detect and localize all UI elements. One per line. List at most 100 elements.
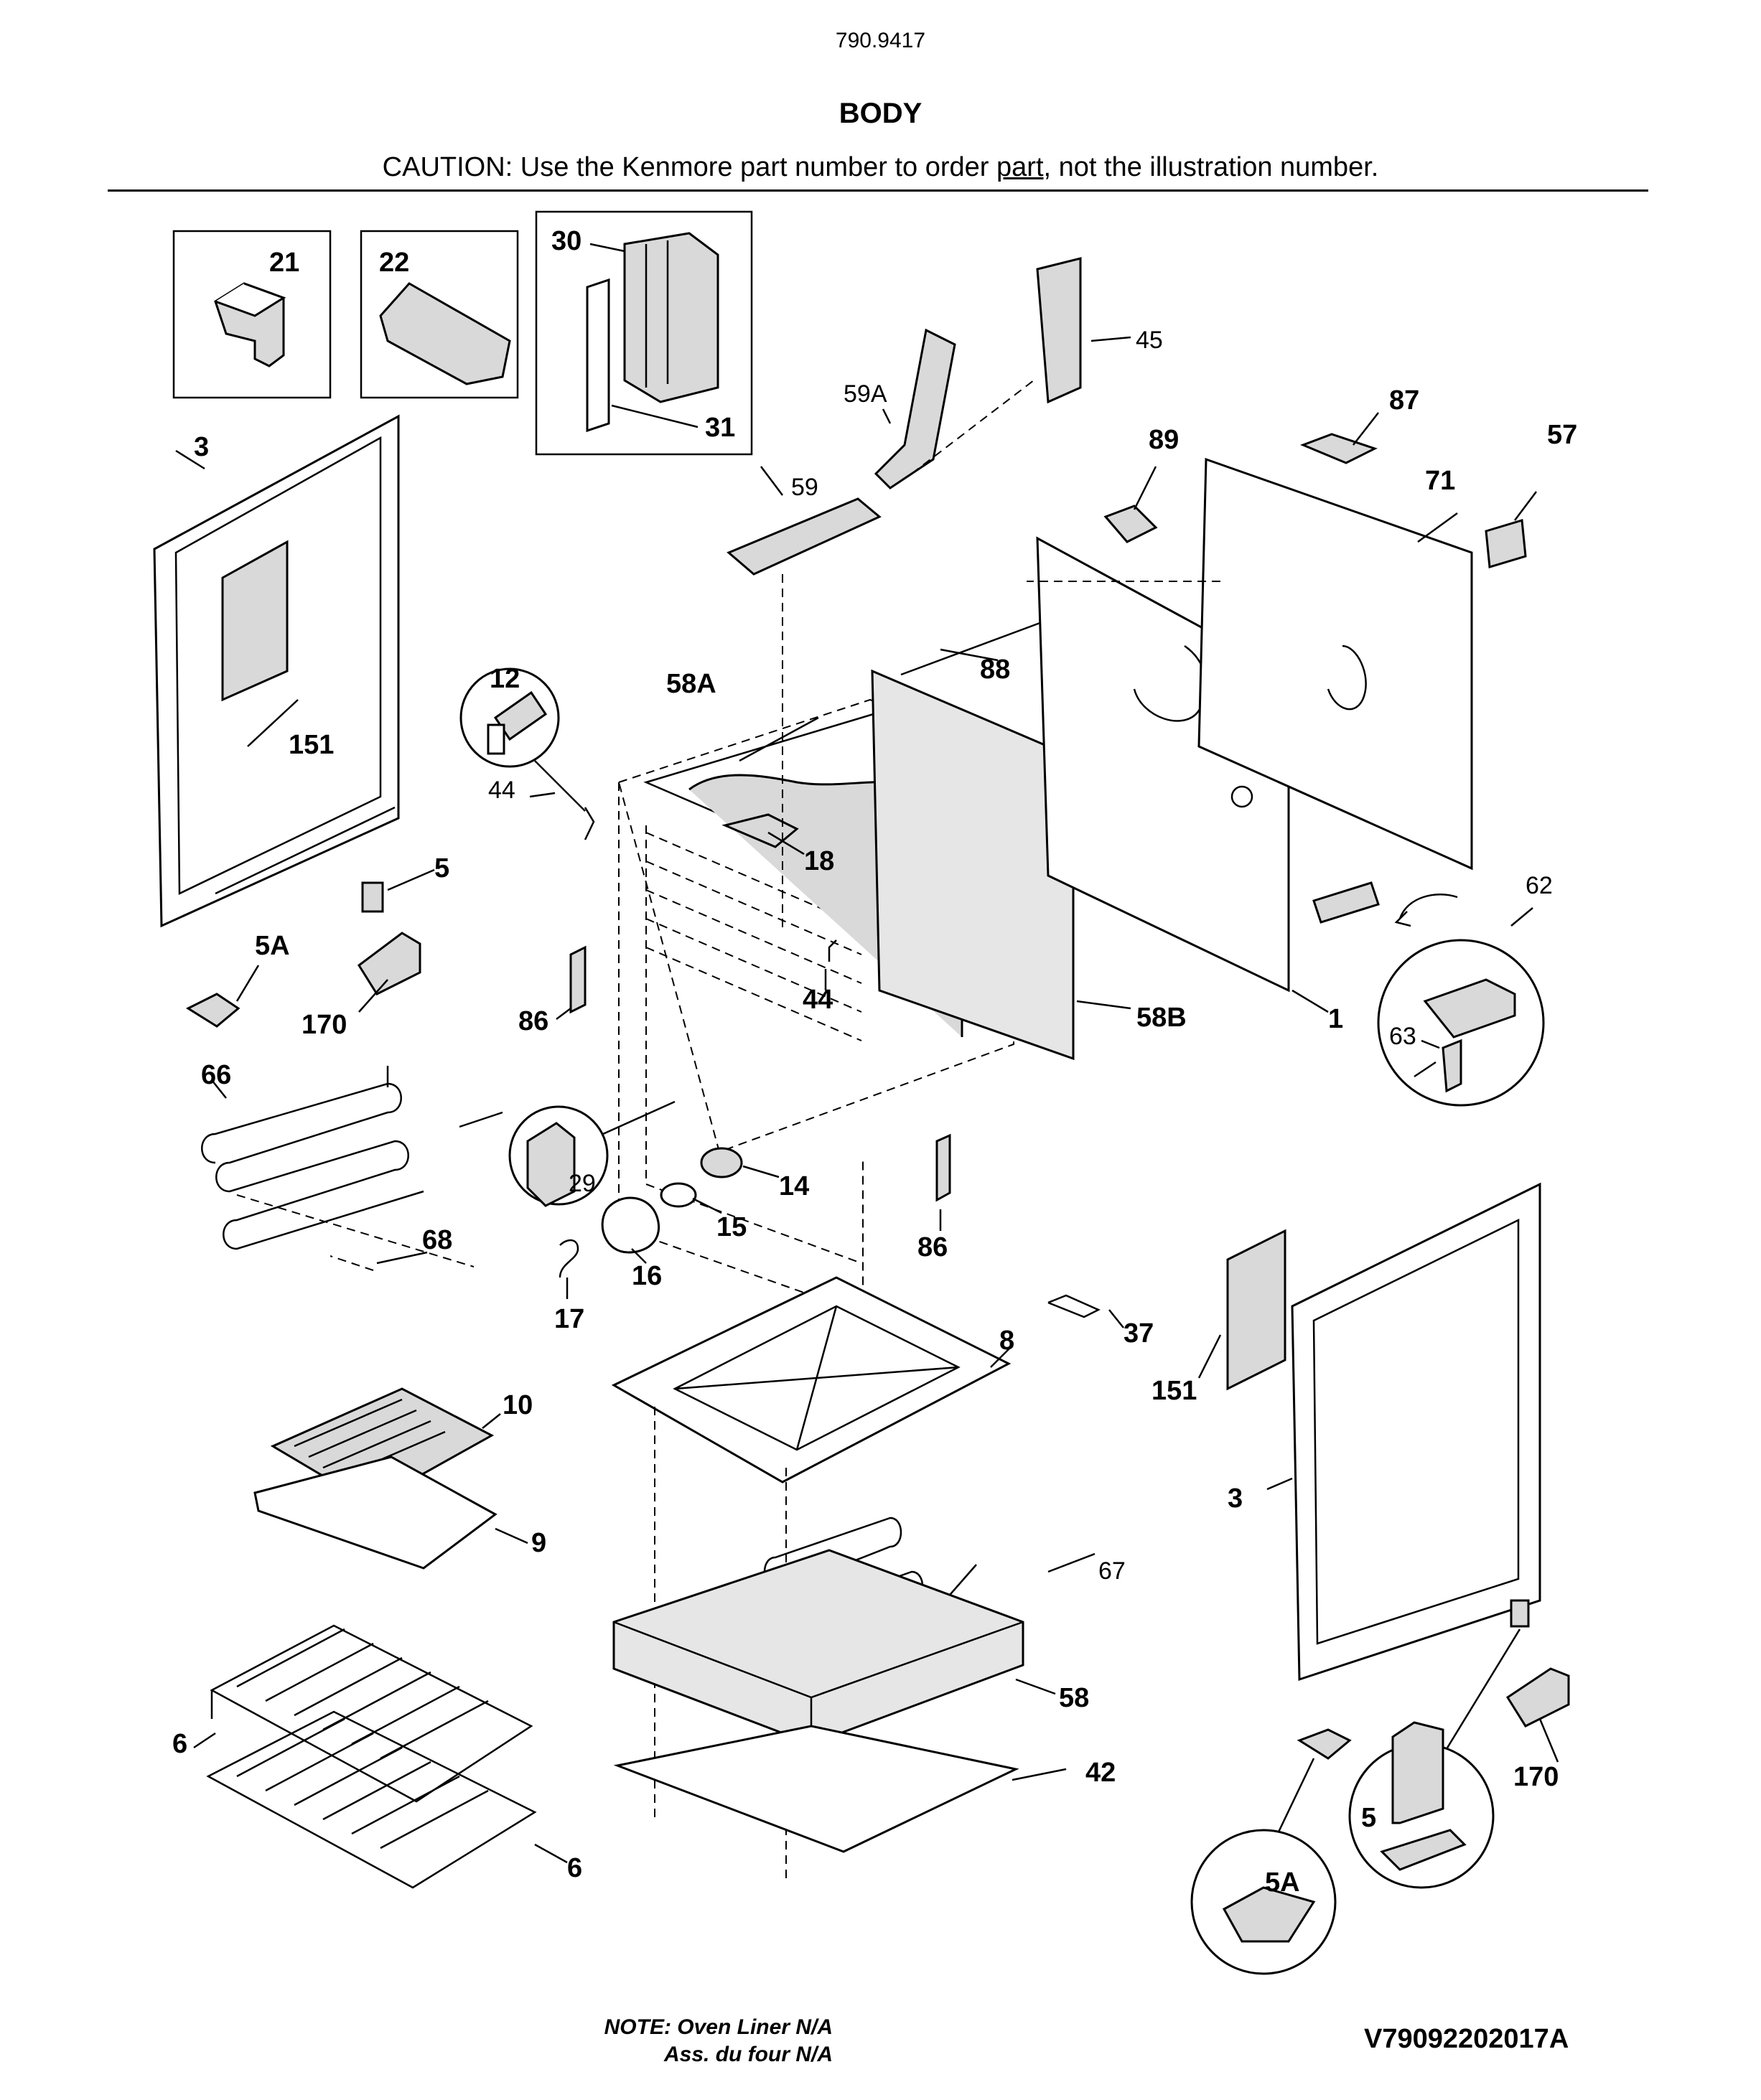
caution-part-link[interactable]: part: [996, 152, 1044, 182]
vent-ducts-group: 59 59A 45: [727, 257, 1163, 933]
part-5A-right: [1297, 1728, 1352, 1760]
callout-18: 18: [804, 846, 834, 876]
caution-prefix: CAUTION: Use the Kenmore part number to …: [382, 152, 997, 182]
part-170-right: [1505, 1667, 1570, 1728]
part-37-wire: [1047, 1294, 1101, 1318]
lead-58B: [1076, 1000, 1131, 1010]
part-5A-left: [185, 993, 240, 1028]
part-86-left: [569, 945, 587, 1014]
callout-63: 63: [1389, 1023, 1416, 1050]
lead-6-upper: [193, 1732, 216, 1749]
callout-89: 89: [1149, 425, 1179, 455]
part-30-31-box: [535, 210, 753, 456]
drawing-code: V79092202017A: [1364, 2024, 1569, 2054]
footnote: NOTE: Oven Liner N/A Ass. du four N/A: [546, 2014, 833, 2068]
callout-170-left: 170: [302, 1010, 347, 1040]
part-89-bracket: [1103, 505, 1158, 543]
part-62-terminal: [1312, 881, 1380, 924]
caution-suffix: , not the illustration number.: [1043, 152, 1379, 182]
lead-63: [1421, 1039, 1440, 1049]
lead-58: [1015, 1678, 1056, 1695]
side-panel-left-inner: [174, 436, 382, 895]
lead-62: [1510, 907, 1533, 927]
callout-86-right: 86: [917, 1232, 948, 1262]
callout-88: 88: [980, 655, 1010, 685]
lead-59: [760, 466, 783, 496]
lead-30: [589, 243, 625, 253]
callout-5A-right: 5A: [1265, 1867, 1300, 1898]
callout-17: 17: [554, 1304, 584, 1334]
lead-71: [1417, 512, 1458, 543]
callout-66: 66: [201, 1060, 231, 1090]
broil-pan-group: 10 9: [253, 1387, 546, 1570]
callout-71: 71: [1425, 466, 1455, 496]
callout-6-lower: 6: [567, 1853, 582, 1883]
callout-67: 67: [1098, 1557, 1126, 1585]
part-45-bracket: [1036, 257, 1082, 404]
insulation-58B-group: 88 58B: [871, 616, 1187, 1061]
callout-42: 42: [1085, 1758, 1116, 1788]
callout-58: 58: [1059, 1683, 1089, 1713]
callout-1: 1: [1328, 1004, 1343, 1034]
callout-14: 14: [779, 1171, 809, 1201]
part-170-left: [357, 932, 421, 995]
callout-29: 29: [569, 1170, 596, 1197]
part-12-group: 12 44: [459, 664, 595, 840]
lead-86-left: [556, 1008, 571, 1020]
part-22-group: 22: [360, 230, 519, 399]
part-62-terminal-detail: [1423, 978, 1516, 1039]
lead-12: [534, 760, 586, 812]
callout-30: 30: [551, 226, 581, 256]
lead-14: [742, 1165, 780, 1178]
callout-16: 16: [632, 1261, 662, 1291]
vent-duct-dashes: [782, 380, 1034, 933]
lead-45: [1090, 336, 1131, 342]
part-14-lamp-socket: [700, 1147, 743, 1178]
part-21-group: 21: [172, 230, 332, 399]
left-leveler-group: 5 5A 170: [185, 853, 449, 1040]
callout-45: 45: [1136, 327, 1163, 354]
part-6-rack-lower: [206, 1710, 537, 1889]
part-59A-duct: [874, 328, 956, 489]
lead-151-right: [1197, 1334, 1222, 1379]
lead-3-left: [175, 449, 205, 470]
lead-87: [1353, 412, 1379, 446]
callout-44-a: 44: [488, 777, 515, 804]
broil-element-group: 66 68: [201, 1060, 503, 1271]
lead-151-left: [247, 699, 299, 747]
lead-66: [211, 1079, 227, 1099]
part-8-oven-bottom: [611, 1276, 1012, 1483]
part-44-small: [828, 939, 837, 962]
callout-170-right: 170: [1513, 1762, 1559, 1792]
part-29-switch: [526, 1122, 576, 1207]
part-30-ribs: [645, 240, 669, 388]
part-59-duct: [727, 497, 882, 576]
part-8-cross: [674, 1306, 959, 1450]
part-30-31-group: 30 31: [535, 210, 753, 456]
part-22-bracket: [379, 282, 511, 385]
back-panels-group: 1 89 71 87 57: [1027, 385, 1577, 1034]
right-leveler-group: 5 5A 170: [1190, 1599, 1570, 1975]
lead-9: [495, 1527, 528, 1544]
caution-text: CAUTION: Use the Kenmore part number to …: [0, 152, 1761, 183]
oven-inner-dashed: [645, 825, 862, 1264]
model-number: 790.9417: [835, 29, 926, 52]
part-63-strap: [1442, 1039, 1462, 1093]
arrow-62-head: [1394, 911, 1411, 927]
lead-44-a: [529, 792, 556, 798]
part-15-bulb: [660, 1182, 697, 1208]
terminal-block-group: 62 63: [1312, 872, 1553, 1107]
part-66-terminals: [386, 1066, 503, 1128]
callout-9: 9: [531, 1528, 546, 1558]
callout-68: 68: [422, 1225, 452, 1255]
callout-12: 12: [490, 664, 520, 694]
part-5-leveler-left: [361, 881, 384, 913]
lead-57: [1514, 491, 1537, 521]
lamp-parts-group: 29 14 15 16 17: [508, 1100, 809, 1334]
lead-59A: [882, 408, 892, 424]
part-6-rack-upper: [210, 1624, 533, 1803]
part-17-clip: [559, 1239, 579, 1278]
part-86-group: 86 86: [518, 945, 951, 1262]
